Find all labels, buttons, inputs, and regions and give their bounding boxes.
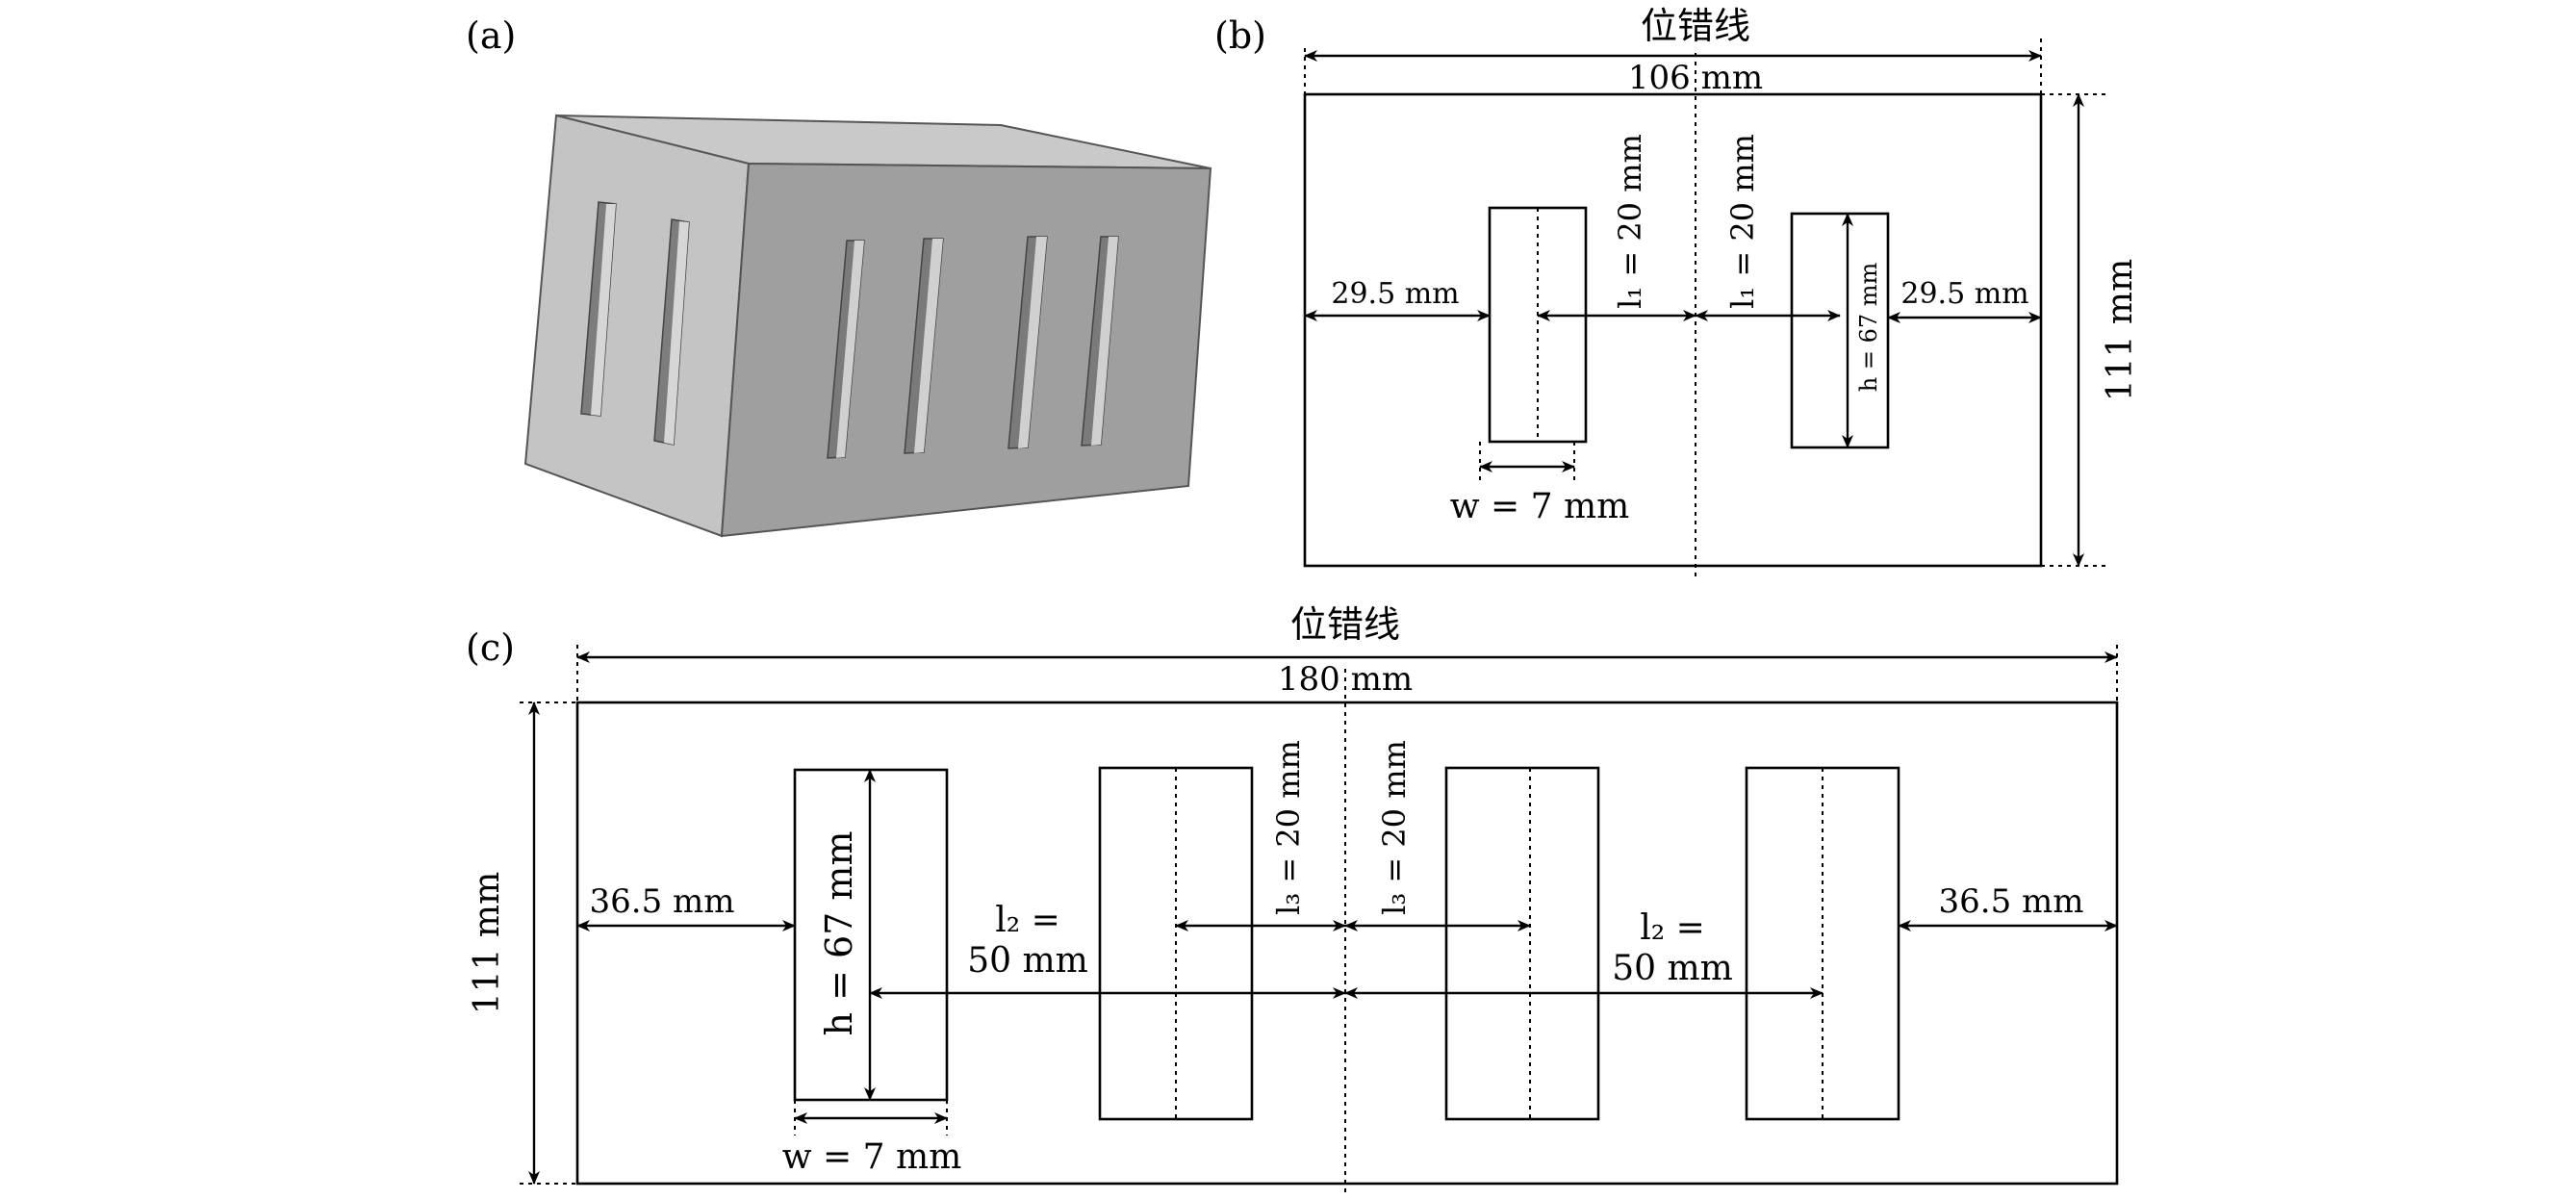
b-h-label: h = 67 mm [1855, 263, 1882, 393]
left-face-slots [580, 201, 690, 446]
panel-c-label: (c) [466, 626, 515, 669]
b-width-label: 106 mm [1628, 59, 1763, 97]
c-top-label: 位错线 [1290, 603, 1400, 646]
b-w-label: w = 7 mm [1450, 487, 1630, 526]
c-l2-left-label-2: 50 mm [967, 941, 1088, 981]
c-l2-right-label-2: 50 mm [1612, 949, 1733, 988]
c-outline [575, 701, 2119, 1186]
c-l2-right-label-1: l₂ = [1640, 908, 1705, 948]
b-height-label: 111 mm [2101, 259, 2140, 401]
panel-b-label: (b) [1214, 14, 1266, 57]
b-top-label: 位错线 [1641, 5, 1750, 47]
c-slot-3 [1444, 766, 1600, 1121]
front-face-slots [827, 236, 1119, 459]
b-left-margin-label: 29.5 mm [1331, 277, 1459, 311]
c-l2-left-label-1: l₂ = [995, 901, 1060, 940]
b-slot-right [1790, 212, 1890, 449]
c-l3-left-label: l₃ = 20 mm [1270, 740, 1307, 915]
b-outline [1303, 92, 2043, 568]
c-height-label: 111 mm [468, 872, 507, 1014]
c-width-label: 180 mm [1278, 660, 1413, 699]
c-l3-right-label: l₃ = 20 mm [1376, 740, 1413, 915]
b-right-margin-label: 29.5 mm [1900, 277, 2028, 311]
c-right-margin-label: 36.5 mm [1939, 882, 2084, 921]
c-left-margin-label: 36.5 mm [590, 882, 735, 921]
c-w-label: w = 7 mm [782, 1137, 962, 1177]
b-l1-right-label: l₁ = 20 mm [1724, 134, 1761, 309]
panel-a-label: (a) [466, 14, 516, 57]
panel-b-drawing: 位错线 106 mm 111 mm 29.5 mm l₁ = 20 mm l₁ … [1303, 5, 2140, 577]
block-3d-render [523, 114, 1212, 538]
panel-c-drawing: 位错线 180 mm 111 mm h = 67 mm 36.5 mm 36.5… [468, 603, 2119, 1195]
b-l1-left-label: l₁ = 20 mm [1612, 134, 1648, 309]
c-h-label: h = 67 mm [818, 831, 860, 1036]
